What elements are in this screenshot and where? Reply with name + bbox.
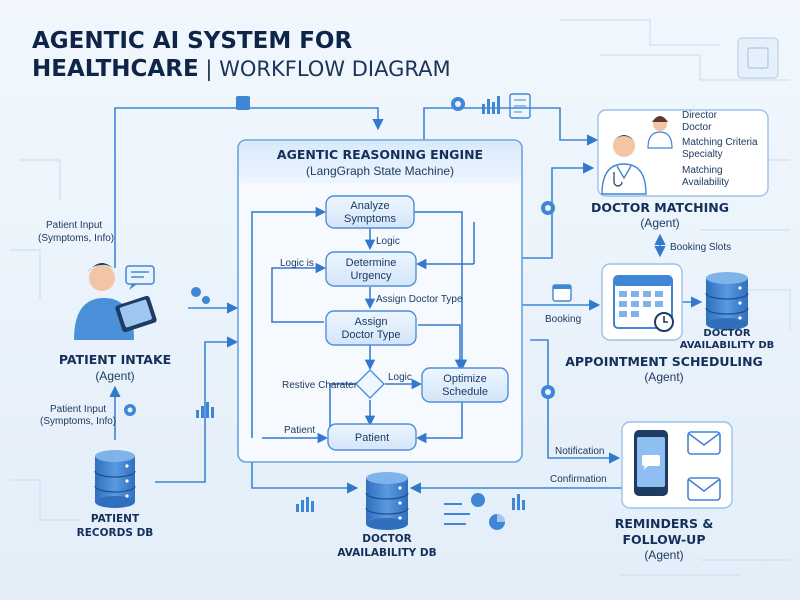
title-workflow: | WORKFLOW DIAGRAM — [199, 57, 451, 82]
notification-label: Notification — [555, 446, 604, 457]
svg-text:Doctor Type: Doctor Type — [341, 329, 400, 341]
patient-input-bottom-2: (Symptoms, Info) — [40, 416, 116, 427]
engine-title: AGENTIC REASONING ENGINE — [277, 147, 483, 162]
doctor-db-right-label-2: AVAILABILITY DB — [680, 340, 775, 351]
doctor-availability-db-right-icon — [705, 272, 749, 330]
appointment-calendar-card[interactable] — [601, 263, 683, 341]
patient-records-db-icon — [94, 450, 136, 508]
engine-flow-lines — [251, 206, 475, 444]
doctor-card-line-3: Matching Criteria — [682, 137, 758, 148]
bar-chart-icon — [196, 96, 525, 512]
gear-icon — [124, 97, 555, 416]
pie-chart-icon — [444, 493, 505, 530]
svg-text:Urgency: Urgency — [351, 270, 392, 282]
patient-input-bottom-1: Patient Input — [50, 404, 106, 415]
booking-slots-label: Booking Slots — [670, 242, 731, 253]
doctor-card-line-6: Availability — [682, 177, 729, 188]
engine-subtitle: (LangGraph State Machine) — [306, 164, 454, 178]
code-icon — [236, 93, 531, 119]
label-logic-1: Logic — [376, 236, 400, 247]
svg-text:Assign: Assign — [354, 316, 387, 328]
node-assign-doctor-type[interactable]: Assign Doctor Type — [325, 310, 417, 346]
reminders-title-2: FOLLOW-UP — [622, 532, 705, 547]
label-patient: Patient — [284, 425, 315, 436]
label-logic-is: Logic is — [280, 258, 314, 269]
svg-text:Schedule: Schedule — [442, 386, 488, 398]
appointment-title: APPOINTMENT SCHEDULING — [565, 354, 763, 369]
doctor-db-right-label-1: DOCTOR — [703, 328, 750, 339]
svg-text:Patient: Patient — [355, 432, 389, 444]
patient-input-top-1: Patient Input — [46, 220, 102, 231]
svg-text:Symptoms: Symptoms — [344, 213, 396, 225]
label-restive: Restive Charater — [282, 380, 358, 391]
doctor-availability-db-bottom-icon — [365, 472, 409, 530]
node-decision-diamond — [355, 369, 385, 399]
appointment-sub: (Agent) — [644, 370, 683, 384]
node-patient[interactable]: Patient — [327, 423, 417, 451]
envelope-icon — [687, 431, 721, 501]
doctor-card-line-1: Director — [682, 110, 718, 121]
node-optimize-schedule[interactable]: Optimize Schedule — [421, 367, 509, 403]
patient-input-top-2: (Symptoms, Info) — [38, 233, 114, 244]
doctor-matching-sub: (Agent) — [640, 216, 679, 230]
label-logic-2: Logic — [388, 372, 412, 383]
doctor-card-line-4: Specialty — [682, 149, 723, 160]
doctor-db-bottom-label-1: DOCTOR — [362, 533, 412, 545]
doctor-db-bottom-label-2: AVAILABILITY DB — [337, 547, 436, 559]
reminders-title-1: REMINDERS & — [615, 516, 714, 531]
patient-db-label-2: RECORDS DB — [77, 527, 154, 539]
title-healthcare: HEALTHCARE — [32, 56, 199, 82]
reminders-sub: (Agent) — [644, 548, 683, 562]
doctor-matching-card[interactable] — [597, 109, 769, 197]
label-assign-doctor-type: Assign Doctor Type — [376, 294, 463, 305]
patient-db-label-1: PATIENT — [91, 513, 140, 525]
patient-intake-icon — [74, 263, 157, 340]
patient-intake-sub: (Agent) — [95, 369, 134, 383]
svg-text:Optimize: Optimize — [443, 373, 486, 385]
confirmation-label: Confirmation — [550, 474, 607, 485]
doctor-card-line-5: Matching — [682, 165, 723, 176]
doctor-card-line-2: Doctor — [682, 122, 712, 133]
svg-text:Analyze: Analyze — [350, 200, 389, 212]
patient-intake-title: PATIENT INTAKE — [59, 352, 171, 367]
calendar-small-icon — [552, 284, 572, 302]
node-analyze-symptoms[interactable]: Analyze Symptoms — [325, 195, 415, 229]
node-determine-urgency[interactable]: Determine Urgency — [325, 251, 417, 287]
svg-text:Determine: Determine — [346, 257, 397, 269]
doctor-matching-title: DOCTOR MATCHING — [591, 200, 729, 215]
title-line1: AGENTIC AI SYSTEM FOR — [32, 28, 352, 54]
circuit-decoration — [10, 19, 791, 576]
title-line2: HEALTHCARE | WORKFLOW DIAGRAM — [32, 56, 451, 82]
booking-label: Booking — [545, 314, 581, 325]
